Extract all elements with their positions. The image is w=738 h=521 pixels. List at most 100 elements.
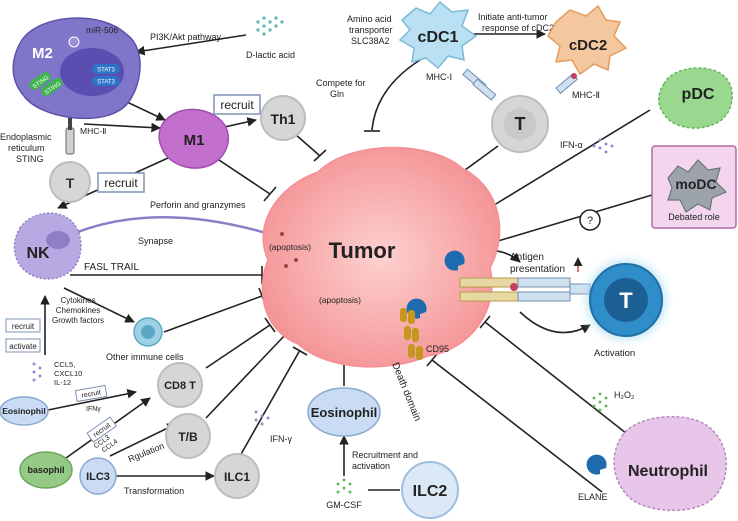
m1-inhibit-line xyxy=(215,157,271,195)
pdc-cell: pDC xyxy=(658,67,733,129)
er-sting-label-3: STING xyxy=(16,154,44,164)
tb-cell: T/B xyxy=(165,413,211,459)
ilc1-inhibit-line xyxy=(239,349,301,457)
compete-label-2: Gln xyxy=(330,89,344,99)
th1-cell: Th1 xyxy=(260,95,306,141)
other-immune-label: Other immune cells xyxy=(106,352,184,362)
pi3k-label: PI3K/Akt pathway xyxy=(150,32,222,42)
amino-label-3: SLC38A2 xyxy=(351,36,390,46)
ifn-gamma-molecules-icon xyxy=(254,410,270,426)
question-circle-icon xyxy=(579,209,601,231)
t-big-label: T xyxy=(619,288,633,313)
th1-inhibit-line xyxy=(294,133,321,157)
cd8t-label: CD8 T xyxy=(164,380,196,392)
activate-small-box xyxy=(5,338,41,353)
cdc1-label: cDC1 xyxy=(418,29,459,46)
m1-label: M1 xyxy=(184,132,205,149)
tumor-cell: Tumor (apoptosis) (apoptosis) xyxy=(261,146,501,368)
ccl5-label-2: CXCL10 xyxy=(54,369,82,378)
recruit-eos-box xyxy=(74,384,108,403)
m1-inhibit-bar xyxy=(263,186,277,202)
perforin-label: Perforin and granzymes xyxy=(150,200,246,210)
apoptosis-right-label: (apoptosis) xyxy=(319,295,361,305)
ilc1-cell: ILC1 xyxy=(214,453,260,499)
eos-to-cd8-arrow xyxy=(47,389,137,411)
ifng-small-label: IFNγ xyxy=(86,406,101,413)
t-cell-top: T xyxy=(462,68,579,153)
transformation-label: Transformation xyxy=(124,486,184,496)
h2o2-label: H₂O₂ xyxy=(614,390,635,400)
synapse-label: Synapse xyxy=(138,236,173,246)
basophil-cell: basophil xyxy=(19,451,73,489)
cd8-inhibit-line xyxy=(205,324,271,369)
pdc-label: pDC xyxy=(682,86,715,103)
neutrophil-cell: Neutrophil xyxy=(613,415,727,512)
ilc3-cell: ILC3 xyxy=(79,457,117,495)
antigen-label-2: presentation xyxy=(510,264,565,275)
initiate-label-1: Initiate anti-tumor xyxy=(478,12,548,22)
other-inhibit-line xyxy=(163,295,263,333)
ilc3-label: ILC3 xyxy=(86,471,110,483)
elane-label: ELANE xyxy=(578,492,608,502)
dlactic-to-m2-arrow xyxy=(135,34,247,56)
t-to-m1-arrow xyxy=(83,122,161,133)
neutro-h2o2-inhibit-line xyxy=(484,321,651,453)
compete-label-1: Compete for xyxy=(316,78,366,88)
gm-csf-molecules-icon xyxy=(336,478,352,494)
basophil-label: basophil xyxy=(27,465,64,475)
t-cell-left: T xyxy=(49,118,91,203)
neutrophil-label: Neutrophil xyxy=(628,463,708,480)
initiate-label-2: response of cDC2 xyxy=(482,23,554,33)
ilc1-label: ILC1 xyxy=(224,470,250,484)
modc-label: moDC xyxy=(675,176,716,192)
m2-macrophage: M2 miR-506 STAT3 STAT3 STING STING xyxy=(12,17,141,120)
activate-small-label: activate xyxy=(9,342,37,351)
eosinophil-center-cell: Eosinophil xyxy=(307,387,381,437)
death-domain-label: Death domain xyxy=(389,361,423,423)
ccl5-label-3: IL-12 xyxy=(54,378,71,387)
tumor-label: Tumor xyxy=(329,238,396,263)
stat3-badge-b: STAT3 xyxy=(97,80,115,86)
activation-arrow xyxy=(519,311,591,334)
cytokines-label-3: Growth factors xyxy=(52,316,104,325)
recruit-nk-label: recruit xyxy=(104,176,138,190)
ifn-gamma-label: IFN-γ xyxy=(270,434,292,444)
cytokines-label-2: Chemokines xyxy=(56,306,100,315)
er-sting-label-2: reticulum xyxy=(8,143,45,153)
modc-inhibit-line xyxy=(487,194,653,245)
recruit-baso-box xyxy=(86,416,118,443)
debated-role-label: Debated role xyxy=(668,212,720,222)
ccl5-label-1: CCL5, xyxy=(54,360,75,369)
gln-compete-line xyxy=(371,59,421,131)
elane-inhibit-bar xyxy=(426,353,438,367)
t-top-label: T xyxy=(515,114,526,134)
recruitment-label-1: Recruitment and xyxy=(352,450,418,460)
cd95-label: CD95 xyxy=(426,344,449,354)
mhc1-label: MHC-Ⅰ xyxy=(426,72,452,82)
d-lactic-molecules-icon xyxy=(256,16,284,36)
recruit-eos-label: recruit xyxy=(81,389,101,399)
elane-enzyme-icon xyxy=(586,454,607,475)
modc-panel: moDC Debated role xyxy=(651,145,737,229)
recruit-m1-label: recruit xyxy=(220,98,254,112)
d-lactic-label: D-lactic acid xyxy=(246,50,295,60)
mhc2-left-label: MHC-Ⅱ xyxy=(80,126,106,136)
ifn-alpha-molecules-icon xyxy=(592,138,614,154)
cd95-receptor xyxy=(400,308,423,360)
cdc2-cell: cDC2 xyxy=(547,4,628,76)
mhc2-right-label: MHC-Ⅱ xyxy=(572,90,600,100)
gm-csf-label: GM-CSF xyxy=(326,500,362,510)
t-cell-big: T xyxy=(576,250,676,350)
neutro-h2o2-inhibit-bar xyxy=(479,315,491,329)
eosinophil-center-label: Eosinophil xyxy=(311,405,377,420)
pdc-inhibit-line xyxy=(485,109,651,211)
tb-label: T/B xyxy=(178,430,198,444)
ilc1-inhibit-bar xyxy=(292,346,308,356)
recruitment-label-2: activation xyxy=(352,461,390,471)
antigen-label-1: Antigen xyxy=(510,252,544,263)
eosinophil-left-label: Eosinophil xyxy=(2,406,45,416)
cdc2-label: cDC2 xyxy=(569,37,607,54)
cd8-inhibit-bar xyxy=(264,317,276,333)
recruit-small-label: recruit xyxy=(12,322,35,331)
